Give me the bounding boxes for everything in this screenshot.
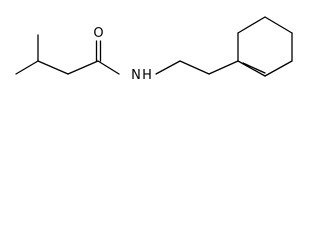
chemical-structure-diagram: O N H (0, 0, 320, 104)
bond-ch2-ring (208, 60, 239, 75)
ring-bond-c2-c3 (237, 16, 266, 34)
oxygen-label: O (93, 26, 103, 41)
ring-bond-c5-c6 (264, 60, 293, 77)
bond-carbonyl-nitrogen (97, 60, 120, 75)
nitrogen-label: N (131, 68, 141, 83)
bond-ch-ch2 (37, 60, 69, 75)
ring-bond-c6-c1 (237, 60, 266, 77)
bond-methyl-left (15, 60, 39, 75)
bond-ch2-ch2 (179, 60, 210, 75)
ring-double-bond-inner (242, 62, 266, 74)
hydrogen-label: H (142, 68, 152, 83)
bond-nitrogen-ch2 (155, 60, 181, 75)
bond-ch2-carbonyl (67, 60, 99, 75)
ring-bond-c3-c4 (264, 16, 293, 34)
molecule-skeleton: O N H (15, 16, 293, 83)
